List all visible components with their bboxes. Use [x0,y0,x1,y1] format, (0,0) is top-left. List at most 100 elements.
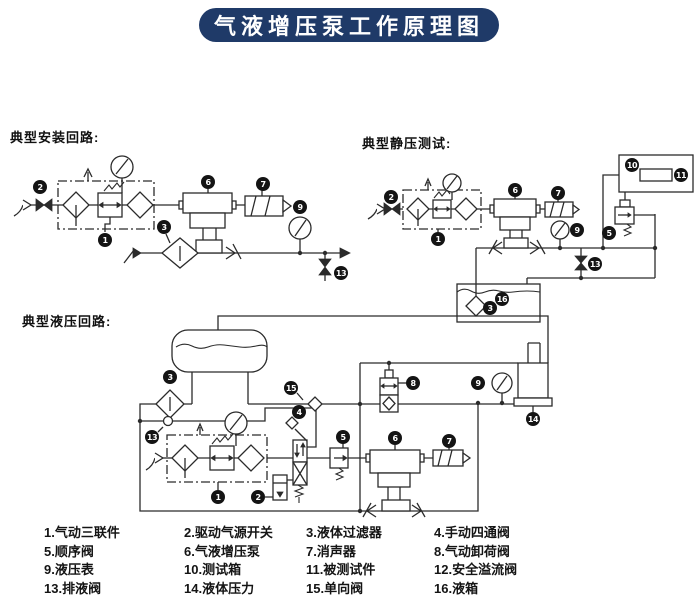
component-badge-hydraulic-2: 2 [251,490,265,504]
component-badge-static_test-6: 6 [508,183,522,197]
frl-unit-symbol [402,173,482,232]
component-badge-hydraulic-8: 8 [406,376,420,390]
legend-item-number: 2. [184,525,195,540]
component-badge-hydraulic-9: 9 [471,376,485,390]
legend-item-number: 14. [184,580,203,596]
legend-item-label: 手动四通阀 [444,525,510,540]
legend-item-13: 13.排液阀 [44,580,184,599]
legend-item-label: 液体压力 [202,580,255,596]
legend-item-label: 消声器 [316,543,356,559]
component-badge-installation-6: 6 [201,175,215,189]
legend-item-number: 9. [44,562,55,577]
legend-item-8: 8.气动卸荷阀 [434,543,594,562]
check-valve-symbol [529,239,546,255]
section-label-static-test: 典型静压测试: [362,136,452,151]
component-badge-hydraulic-15: 15 [284,381,298,395]
drain-valve-symbol [157,415,174,433]
component-badge-static_test-11: 11 [674,168,688,182]
sequence-valve-symbol [614,199,635,237]
legend-item-number: 6. [184,543,195,559]
component-badge-installation-2: 2 [33,180,47,194]
legend-item-label: 安全溢流阀 [452,562,518,577]
component-badge-hydraulic-13: 13 [145,430,159,444]
legend-item-label: 单向阀 [324,580,364,596]
legend-item-number: 7. [306,543,317,559]
frl-unit-symbol [145,411,268,490]
air-source-icon [367,203,387,220]
filter-symbol [155,389,185,419]
legend-item-14: 14.液体压力 [184,580,306,599]
legend-item-11: 11.被测试件 [306,561,434,580]
legend-item-number: 11. [306,562,324,577]
pressure-gauge-symbol [288,216,312,253]
check-valve-symbol [411,502,426,518]
legend-item-16: 16.液箱 [434,580,594,599]
legend-item-label: 驱动气源开关 [194,525,273,540]
cylinder-press-symbol [513,342,553,407]
legend-item-5: 5.顺序阀 [44,543,184,562]
legend-item-number: 15. [306,580,325,596]
legend-item-12: 12.安全溢流阀 [434,561,594,580]
component-badge-hydraulic-7: 7 [442,434,456,448]
component-badge-installation-3: 3 [157,220,171,234]
component-badge-hydraulic-6: 6 [388,431,402,445]
legend-item-number: 1. [44,525,55,540]
legend-item-label: 液压表 [54,562,94,577]
component-badge-hydraulic-1: 1 [211,490,225,504]
check-valve-symbol [362,502,377,518]
drain-valve-symbol [574,255,588,271]
shutoff-valve-symbol [383,202,401,216]
legend-item-1: 1.气动三联件 [44,524,184,543]
tank-symbol [456,283,541,323]
component-badge-static_test-1: 1 [431,232,445,246]
air-source-icon [13,199,33,217]
tested-piece-symbol [639,168,673,182]
air-source-icon [123,247,142,264]
sequence-valve-symbol [329,444,349,481]
page-title: 气液增压泵工作原理图 [199,8,499,42]
frl-unit-symbol [57,155,155,232]
legend-item-label: 顺序阀 [54,543,94,559]
component-badge-hydraulic-5: 5 [336,430,350,444]
muffler-symbol [244,190,293,217]
component-badge-static_test-16: 16 [495,292,509,306]
legend-item-label: 气动三联件 [54,525,120,540]
component-badge-static_test-7: 7 [551,186,565,200]
booster-pump-symbol [489,197,541,249]
legend-item-6: 6.气液增压泵 [184,543,306,562]
booster-pump-symbol [178,189,237,254]
check-valve-symbol [225,243,242,260]
filter-symbol [160,233,200,269]
muffler-symbol [544,199,581,218]
hydraulic-circuit-drawing [137,315,553,518]
legend-item-label: 被测试件 [323,562,376,577]
drain-valve-symbol [318,253,332,281]
component-badge-installation-1: 1 [98,233,112,247]
legend-item-2: 2.驱动气源开关 [184,524,306,543]
legend-item-number: 5. [44,543,55,559]
four-way-valve-symbol [285,416,308,503]
component-badge-hydraulic-3: 3 [163,370,177,384]
legend-item-7: 7.消声器 [306,543,434,562]
legend-item-label: 液箱 [452,580,479,596]
legend-item-9: 9.液压表 [44,561,184,580]
unload-valve-symbol [379,369,406,413]
component-badge-hydraulic-4: 4 [292,405,306,419]
legend-item-label: 测试箱 [202,562,242,577]
legend-item-label: 气动卸荷阀 [444,543,510,559]
legend-item-15: 15.单向阀 [306,580,434,599]
component-badge-installation-9: 9 [293,200,307,214]
pressure-gauge-symbol [491,372,513,394]
legend-item-4: 4.手动四通阀 [434,524,594,543]
legend-item-number: 4. [434,525,445,540]
component-badge-hydraulic-14: 14 [526,412,540,426]
legend-item-number: 10. [184,562,203,577]
section-label-hydraulic: 典型液压回路: [22,314,112,329]
check-valve-symbol [296,392,323,412]
legend-item-number: 12. [434,562,453,577]
legend-item-10: 10.测试箱 [184,561,306,580]
legend-item-number: 16. [434,580,453,596]
muffler-symbol [432,448,472,467]
tank-symbol [171,329,268,373]
